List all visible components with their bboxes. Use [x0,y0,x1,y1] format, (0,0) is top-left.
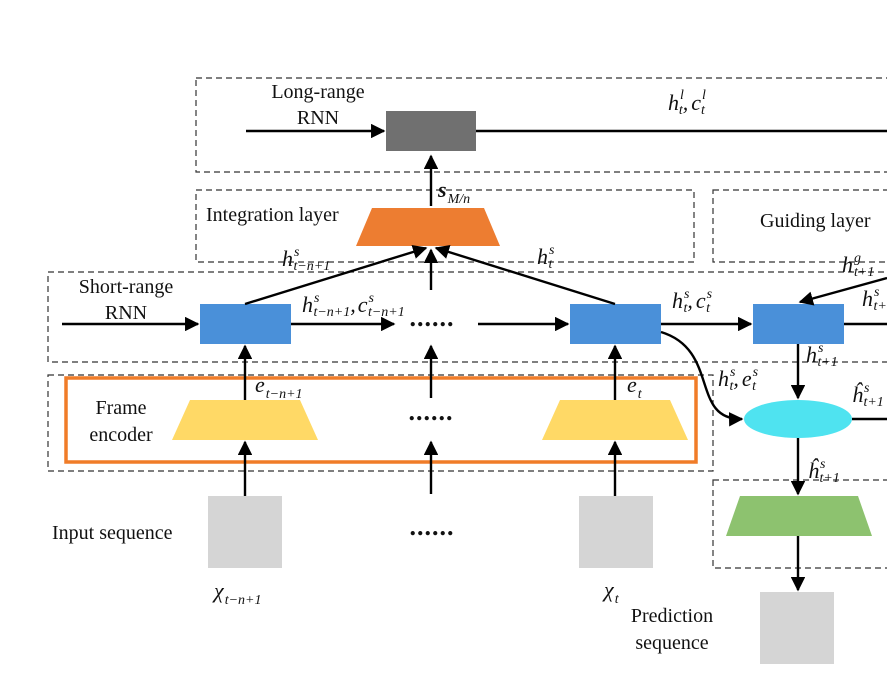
long-range-label-2: RNN [297,107,339,129]
prediction-frame [760,592,834,664]
short-range-cell-t [570,304,661,344]
prediction-sequence-label-2: sequence [635,632,708,654]
ellipsis-short-range: ...... [410,303,455,332]
input-frame-label-1: χt−n+1 [212,578,261,608]
ellipsis-encoder: ...... [409,397,454,426]
integration-layer-label: Integration layer [206,204,339,226]
frame-encoder-label-2: encoder [89,424,153,446]
short-range-state-label-t1: hst+1 [862,285,887,314]
integration-layer-region [195,189,695,263]
decoder-region [712,479,887,569]
short-range-cell-1 [200,304,291,344]
state-to-guide-arrow [660,330,744,427]
short-range-cell-t1 [753,304,844,344]
prediction-sequence-label: Prediction [631,605,713,627]
short-range-rnn-region [47,271,887,363]
integration-output-label: sM/n [437,177,470,207]
hidden-to-integration-arrow-t [434,244,616,306]
frame-encoder-label: Frame [95,397,146,419]
input-sequence-label: Input sequence [52,522,173,544]
guiding-layer-label: Guiding layer [760,210,871,232]
frame-encoder-highlight [64,376,698,464]
frame-encoder-1 [172,400,318,440]
short-range-label: Short-range [79,276,174,298]
ellipsis-input: ...... [410,512,455,541]
hidden-to-integration-arrow-1 [244,244,428,306]
long-range-label: Long-range [271,81,364,103]
input-frame-label-t: χt [602,577,620,607]
long-range-rnn-region [195,77,887,173]
decoder-trapezoid [726,496,872,536]
encoder-output-label-t: et [627,372,643,402]
integration-trapezoid [356,208,500,246]
long-range-cell [386,111,476,151]
frame-encoder-t [542,400,688,440]
short-range-label-2: RNN [105,302,147,324]
input-frame-t [579,496,653,568]
input-frame-1 [208,496,282,568]
guiding-layer-region [712,189,887,263]
guiding-ellipse [744,400,852,438]
guiding-input-arrow [798,276,887,306]
frame-encoder-region [47,374,714,472]
encoder-output-label-1: et−n+1 [255,372,303,402]
